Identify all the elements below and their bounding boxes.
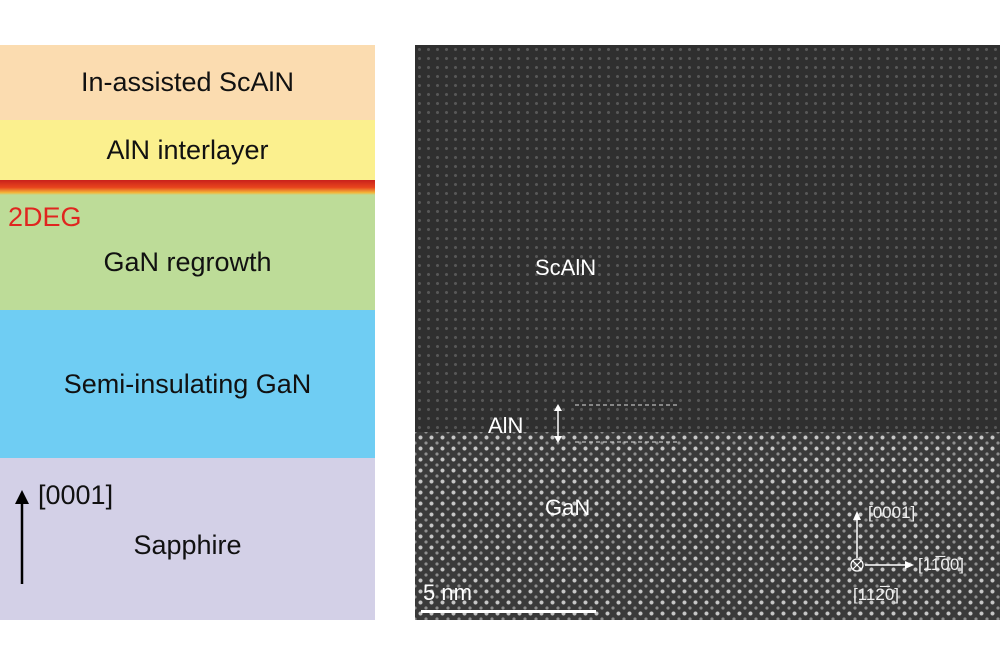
layer-label: Semi-insulating GaN [63,368,312,399]
axis-0001-label: [0001] [868,503,916,522]
gan-label: GaN [545,495,591,520]
scaln-region [415,45,1000,432]
tem-image: ScAlN AlN GaN 5 nm [0001] [11̅00] [112̅0… [415,45,1000,620]
scale-bar-label: 5 nm [423,580,472,605]
layer-label: Sapphire [133,529,242,560]
growth-direction-label: [0001] [38,480,114,510]
layer-semi-insulating-gan: Semi-insulating GaN [0,310,375,458]
axis-11-20-label: [112̅0] [853,585,900,604]
layer-aln-interlayer: AlN interlayer [0,120,375,180]
layer-scaln: In-assisted ScAlN [0,45,375,120]
scale-bar [421,610,596,613]
2deg-gradient [0,180,375,195]
axis-1-100-label: [11̅00] [918,555,965,574]
growth-arrow-icon [15,490,29,584]
crystal-axes-icon [850,511,914,572]
gan-region [415,432,1000,620]
layer-label: GaN regrowth [103,247,272,277]
scaln-label: ScAlN [535,255,597,280]
layer-sapphire: Sapphire [0,458,375,620]
aln-label: AlN [488,413,524,438]
layer-label: AlN interlayer [106,134,269,165]
layer-gan-regrowth: GaN regrowth [0,195,375,310]
layer-label: In-assisted ScAlN [80,67,295,97]
aln-thickness-marker [554,404,678,443]
2deg-label: 2DEG [8,202,82,232]
